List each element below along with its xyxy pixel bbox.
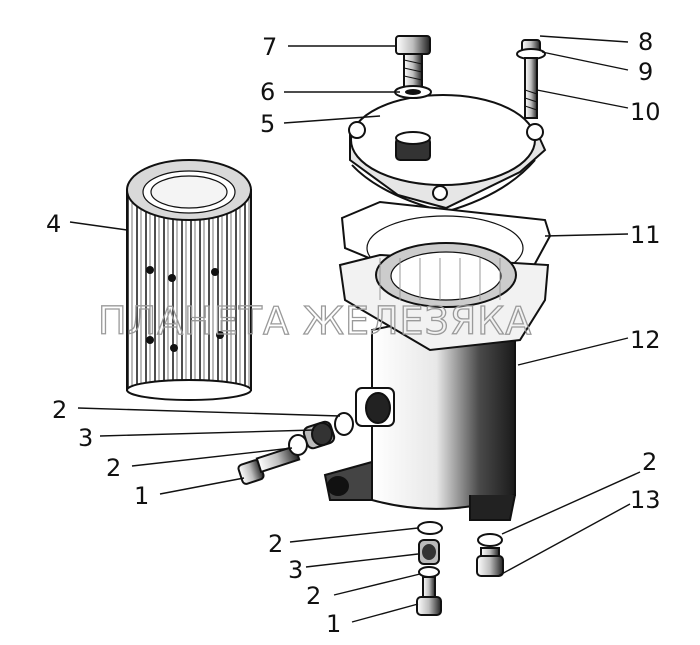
drain-washer xyxy=(477,533,503,547)
callout-11: 11 xyxy=(630,221,661,249)
callout-2-side-upper: 2 xyxy=(52,396,67,424)
callout-3-side: 3 xyxy=(78,424,93,452)
callout-2-side-lower: 2 xyxy=(106,454,121,482)
drain-plug xyxy=(476,547,504,577)
callout-2-bottom-lower: 2 xyxy=(306,582,321,610)
filter-housing xyxy=(323,242,550,521)
callout-4: 4 xyxy=(46,210,61,238)
callout-1-side: 1 xyxy=(134,482,149,510)
cover-stud xyxy=(516,39,546,119)
leader-lines xyxy=(69,35,641,623)
callout-labels: 7 6 5 8 9 10 4 11 12 2 3 2 1 2 13 2 3 2 … xyxy=(46,28,661,638)
bottom-banjo-fitting xyxy=(418,539,440,565)
callout-2-bottom-upper: 2 xyxy=(268,530,283,558)
bottom-banjo-bolt xyxy=(416,576,442,616)
callout-1-bottom: 1 xyxy=(326,610,341,638)
side-banjo-fitting xyxy=(302,420,336,450)
cover-bolt xyxy=(395,35,431,89)
side-banjo-bolt xyxy=(237,444,301,485)
callout-3-bottom: 3 xyxy=(288,556,303,584)
callout-10: 10 xyxy=(630,98,661,126)
callout-5: 5 xyxy=(260,110,275,138)
callout-9: 9 xyxy=(638,58,653,86)
bolt-washer xyxy=(394,85,432,99)
side-washer-upper xyxy=(334,412,354,436)
callout-2-drain: 2 xyxy=(642,448,657,476)
callout-8: 8 xyxy=(638,28,653,56)
callout-6: 6 xyxy=(260,78,275,106)
callout-13: 13 xyxy=(630,486,661,514)
bottom-washer-lower xyxy=(418,566,440,578)
filter-cover xyxy=(348,94,547,214)
callout-12: 12 xyxy=(630,326,661,354)
bottom-washer-upper xyxy=(417,521,443,535)
callout-7: 7 xyxy=(262,33,277,61)
filter-element xyxy=(126,159,252,401)
watermark-text: ПЛАНЕТА ЖЕЛЕЗЯКА xyxy=(98,299,532,343)
